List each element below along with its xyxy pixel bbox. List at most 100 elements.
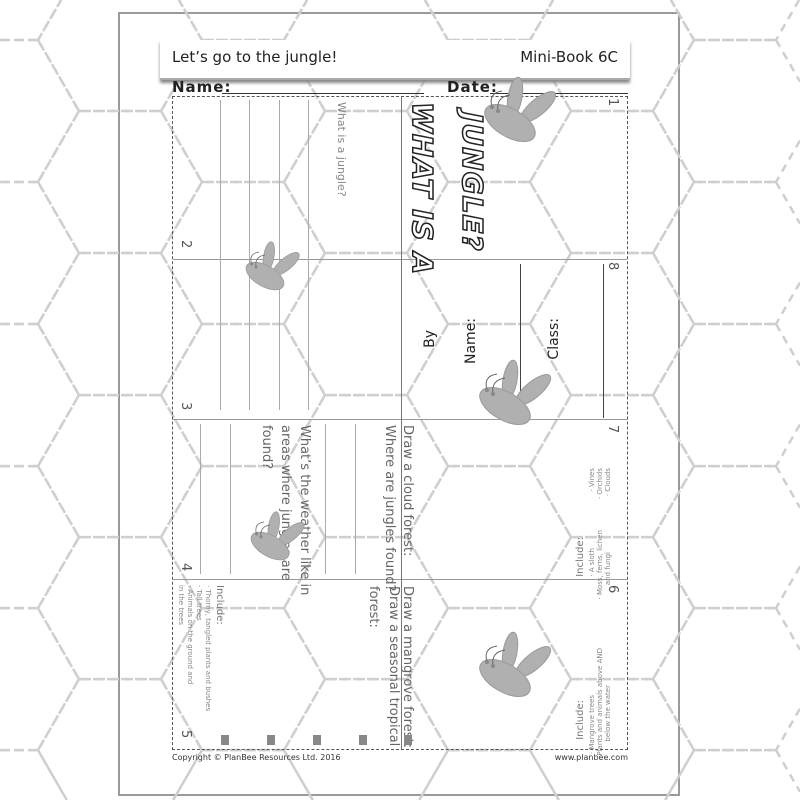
hexagon-edge [669, 0, 696, 41]
hexagon-edge [282, 0, 309, 41]
hexagon-edge [36, 465, 81, 538]
hexagon-edge [651, 39, 696, 112]
website[interactable]: www.planbee.com [554, 753, 628, 762]
weather-question-line: areas where jungles are [278, 425, 293, 581]
hexagon-edge [172, 749, 204, 800]
hexagon-edge [774, 281, 800, 325]
class-write-line [603, 264, 604, 418]
fold-line [173, 259, 627, 260]
hexagon-edge [774, 423, 800, 467]
hexagon-edge [651, 181, 696, 254]
by-label: By [422, 330, 438, 348]
writing-line [220, 100, 221, 410]
hexagon-edge [36, 536, 81, 609]
hexagon-edge [423, 0, 450, 41]
weather-question-line: What’s the weather like in [297, 425, 312, 596]
include-item: and fungi [604, 552, 612, 586]
include-item: · Orchids [596, 468, 604, 500]
include-label: Include: [214, 585, 225, 625]
cloud-forest-prompt: Draw a cloud forest: [400, 425, 415, 557]
fold-tab-marker [313, 735, 321, 745]
hexagon-edge [651, 678, 696, 751]
writing-line [308, 100, 309, 410]
include-item: · Thorny, tangled plants and bushes [204, 585, 212, 712]
include-item: · Mangrove trees [588, 695, 596, 755]
worksheet-page [118, 12, 680, 796]
hexagon-edge [651, 181, 696, 254]
include-label: Include: [575, 537, 586, 577]
where-found-question: Where are jungles found? [382, 425, 397, 592]
mini-book-label: Mini-Book 6C [520, 48, 618, 66]
hexagon-edge [664, 749, 696, 800]
header-banner: Let’s go to the jungle! Mini-Book 6C [160, 40, 630, 80]
include-item: · Clouds [604, 468, 612, 497]
hexagon-edge [651, 110, 696, 183]
hexagon-edge [651, 252, 696, 325]
hexagon-edge [36, 0, 63, 41]
fold-line [173, 419, 627, 420]
name-field-line[interactable] [222, 93, 424, 94]
hexagon-edge [36, 465, 81, 538]
hexagon-edge [651, 252, 696, 325]
hexagon-edge [282, 0, 309, 41]
writing-line [325, 424, 326, 574]
mangrove-forest-prompt: Draw a mangrove forest: [400, 586, 415, 748]
hexagon-edge [651, 323, 696, 396]
page-number-3: 3 [178, 402, 193, 411]
fold-line [173, 579, 627, 580]
fold-tab-marker [404, 735, 412, 745]
hexagon-edge [423, 0, 450, 41]
hexagon-edge [774, 707, 800, 751]
cover-name-label: Name: [463, 318, 479, 365]
hexagon-edge [774, 0, 800, 41]
page-number-8: 8 [605, 262, 620, 271]
hexagon-edge [36, 678, 81, 751]
hexagon-edge [774, 39, 800, 83]
hexagon-edge [36, 678, 81, 751]
copyright: Copyright © PlanBee Resources Ltd. 2016 [172, 753, 341, 762]
include-item: · Vines [588, 468, 596, 492]
hexagon-edge [651, 678, 696, 751]
page-number-6: 6 [605, 585, 620, 594]
hexagon-edge [651, 110, 696, 183]
hexagon-edge [36, 323, 81, 396]
hexagon-edge [177, 0, 204, 41]
include-item: · A sloth [588, 548, 596, 577]
hexagon-edge [528, 0, 555, 41]
fold-tab-marker [267, 735, 275, 745]
date-label: Date: [447, 78, 498, 96]
writing-line [200, 424, 201, 574]
hexagon-edge [774, 181, 800, 225]
hexagon-edge [774, 749, 800, 793]
page-number-7: 7 [605, 425, 620, 434]
include-item: · Animals on the ground and [186, 585, 194, 685]
include-item: · Plants and animals above AND [596, 648, 604, 761]
date-field-line[interactable] [490, 93, 628, 94]
cover-class-label: Class: [546, 318, 562, 360]
hexagon-edge [36, 394, 81, 467]
hexagon-edge [651, 39, 696, 112]
hexagon-edge [418, 749, 450, 800]
page-number-1: 1 [605, 98, 620, 107]
hexagon-edge [36, 323, 81, 396]
include-item: · Moss, ferns, lichen [596, 530, 604, 600]
hexagon-edge [528, 749, 560, 800]
hexagon-edge [669, 0, 696, 41]
seasonal-forest-prompt: forest: [366, 586, 381, 628]
hexagon-edge [651, 465, 696, 538]
hexagon-edge [36, 110, 81, 183]
page-number-5: 5 [178, 730, 193, 739]
seasonal-forest-prompt: Draw a seasonal tropical [386, 586, 401, 747]
worksheet-title: Let’s go to the jungle! [172, 48, 338, 66]
hexagon-edge [36, 607, 81, 680]
question-what-is-jungle: What is a jungle? [335, 102, 348, 197]
include-item: in the trees [177, 585, 185, 626]
writing-line [249, 100, 250, 410]
hexagon-edge [774, 323, 800, 367]
hexagon-edge [36, 394, 81, 467]
page-number-2: 2 [178, 240, 193, 249]
writing-line [279, 100, 280, 410]
hexagon-edge [282, 749, 314, 800]
mini-book-grid [172, 96, 628, 750]
